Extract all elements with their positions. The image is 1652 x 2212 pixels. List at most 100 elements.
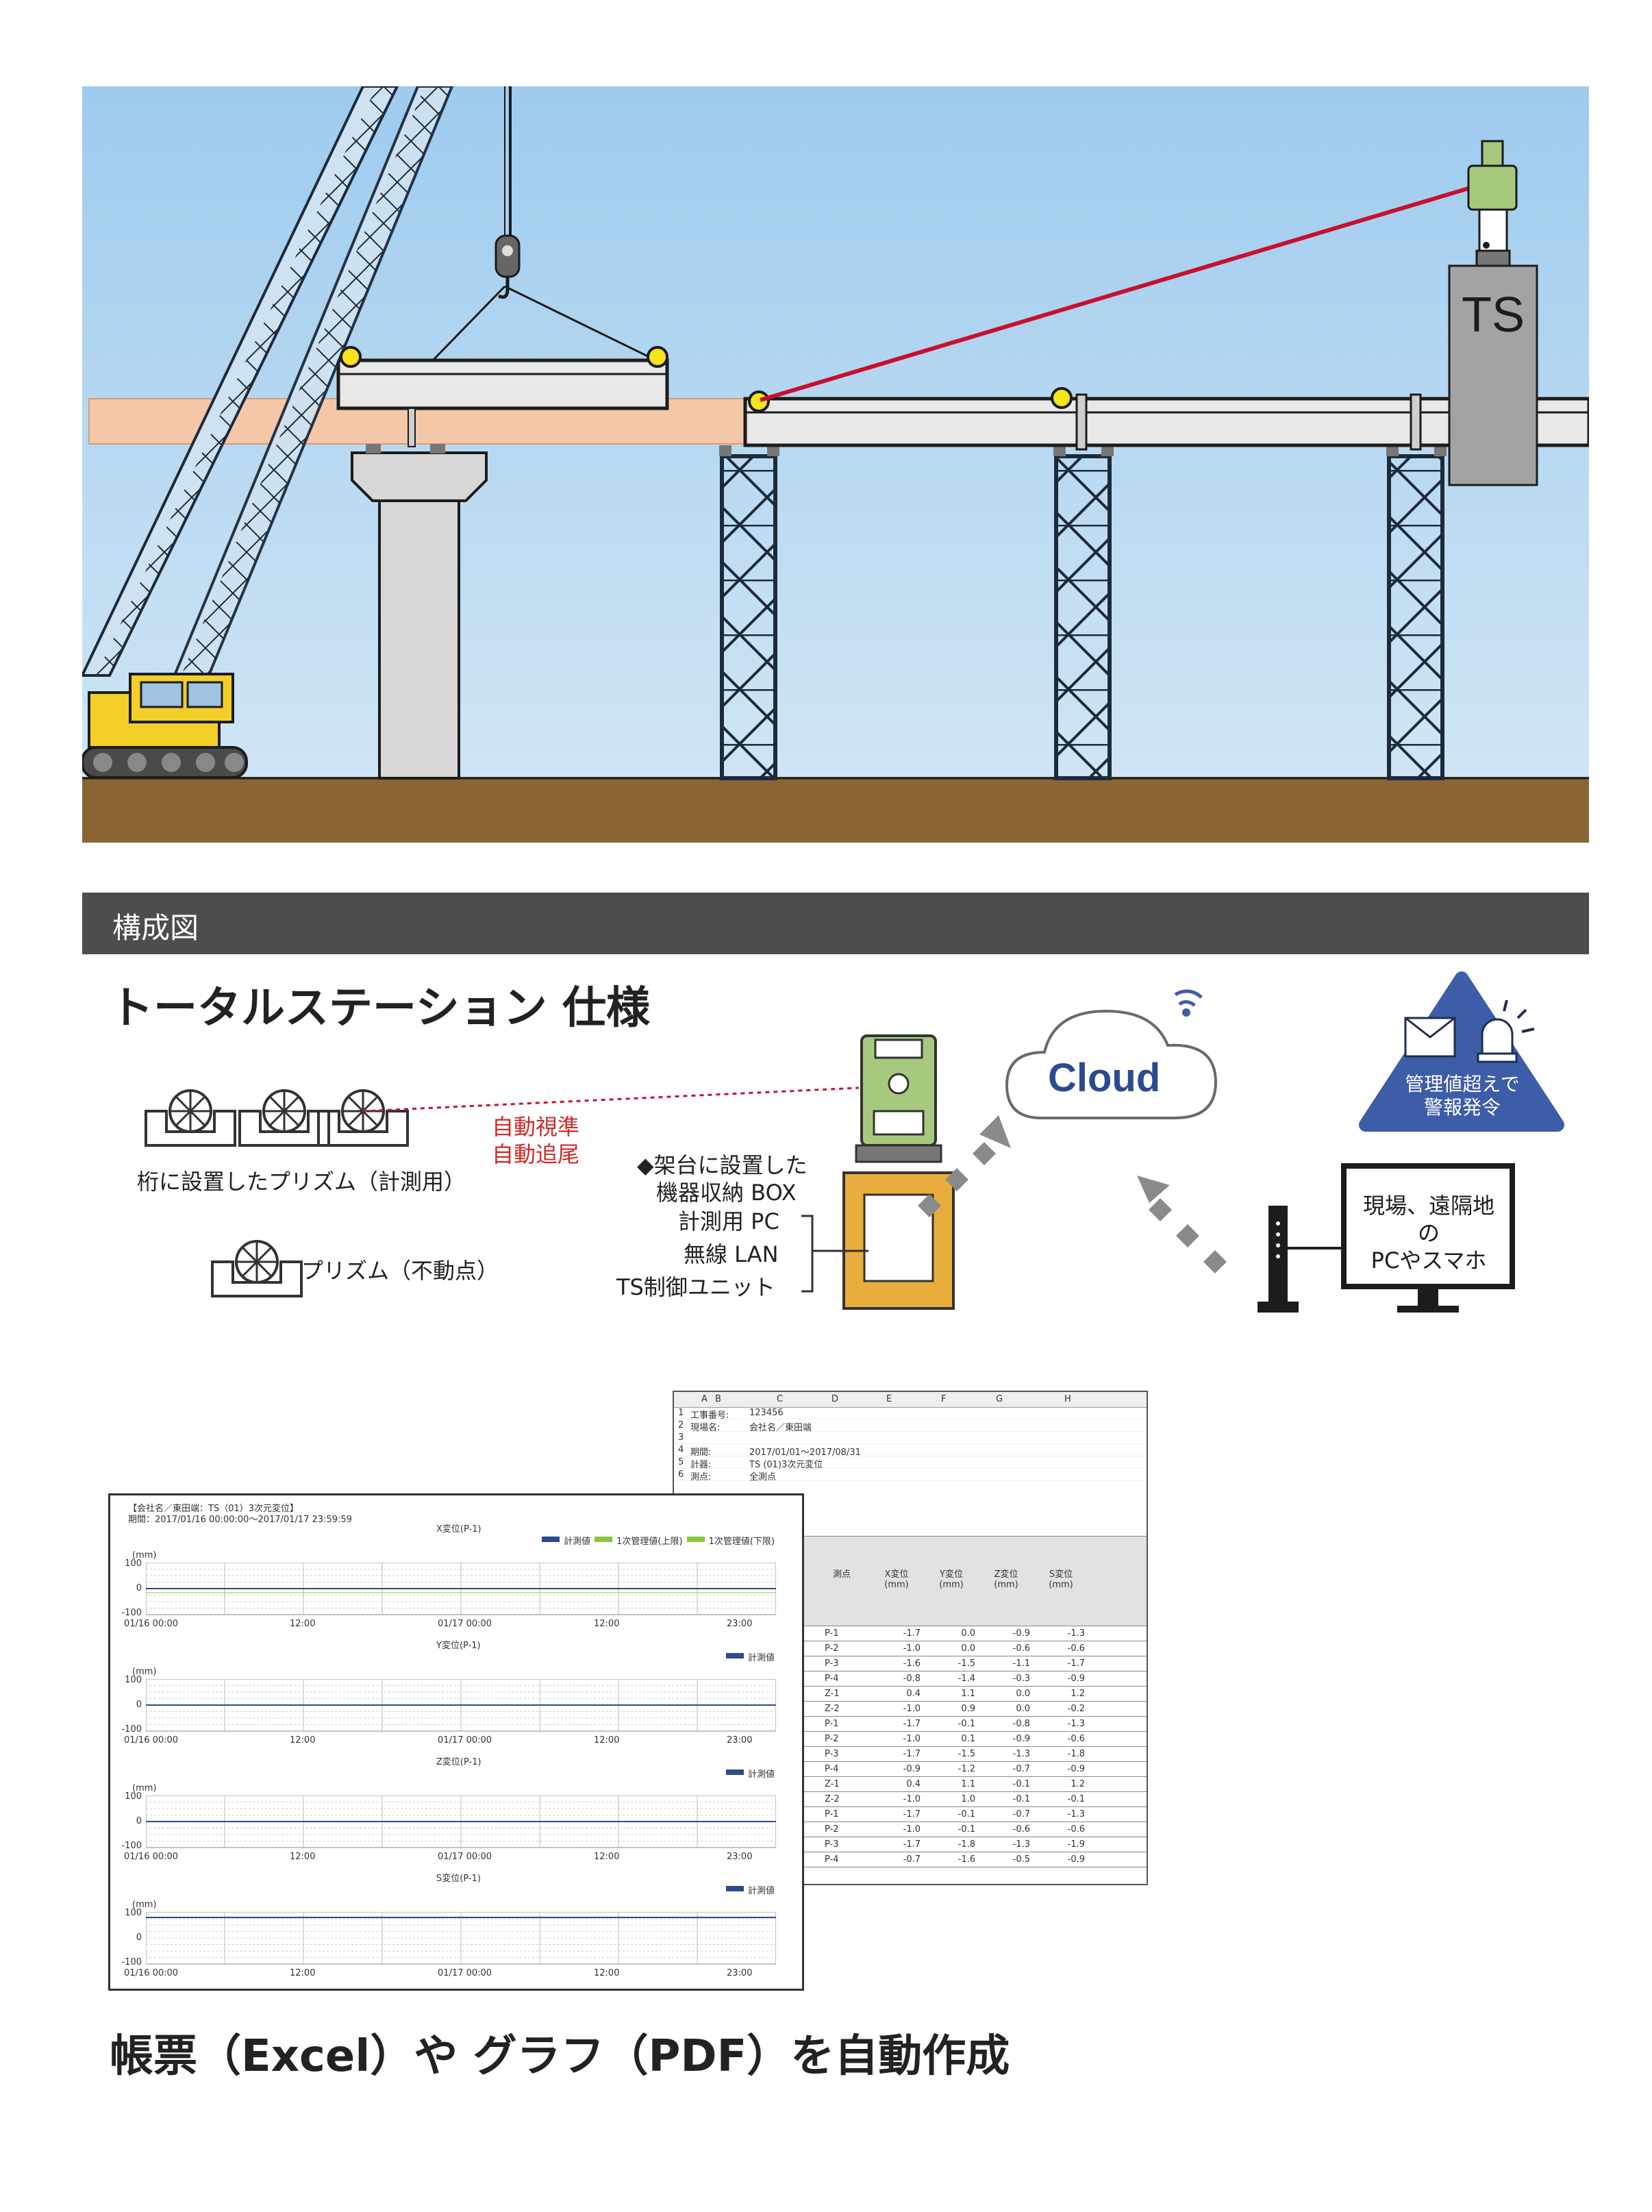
table-cell: -1.4 (958, 1674, 975, 1684)
table-cell: -0.1 (1012, 1779, 1030, 1789)
table-cell: P-4 (825, 1854, 839, 1865)
table-cell: -0.6 (1012, 1643, 1030, 1654)
table-row: P-3-1.6-1.5-1.1-1.7 (674, 1656, 1147, 1672)
ground (82, 777, 1589, 843)
table-row: P-4-0.8-1.4-0.3-0.9 (674, 1672, 1147, 1687)
column-header[interactable]: A (701, 1394, 708, 1404)
x-tick-label: 01/17 00:00 (438, 1852, 492, 1862)
table-cell: -0.8 (1012, 1719, 1030, 1729)
table-row: P-3 -1.7 -1.5 -1.3 -1.8 (674, 1747, 1147, 1762)
table-cell: P-1 (825, 1809, 839, 1819)
x-tick-label: 01/16 00:00 (124, 1735, 179, 1745)
table-cell: 0.9 (961, 1704, 975, 1714)
column-header[interactable]: G (996, 1394, 1003, 1404)
table-cell: -1.5 (958, 1749, 975, 1759)
upload-arrow (918, 1115, 1011, 1217)
table-cell: -1.3 (1067, 1809, 1085, 1819)
monitor-text: 現場、遠隔地の PCやスマホ (1353, 1192, 1504, 1274)
table-cell: -1.8 (958, 1839, 975, 1850)
table-header-cell: 測点 (832, 1569, 851, 1580)
column-header[interactable]: E (886, 1394, 892, 1404)
table-cell: P-1 (825, 1628, 839, 1639)
table-cell: -0.7 (1012, 1764, 1030, 1774)
column-header[interactable]: F (941, 1394, 947, 1404)
table-cell: -1.0 (903, 1643, 921, 1654)
table-cell: -1.7 (903, 1809, 921, 1819)
table-header-cell: Z変位 (mm) (994, 1569, 1018, 1590)
total-station-icon (855, 1034, 942, 1163)
box-item-ts-unit: TS制御ユニット (616, 1274, 775, 1300)
box-title-2: 機器収納 BOX (656, 1180, 797, 1206)
box-item-lan: 無線 LAN (684, 1241, 779, 1267)
info-cell: 現場名: (690, 1423, 721, 1433)
prism-fixed-icon (211, 1240, 303, 1297)
prism-fixed-label: プリズム（不動点） (301, 1258, 499, 1284)
table-row: P-2-1.0-0.1-0.6-0.6 (674, 1822, 1147, 1837)
table-row: P-3-1.7-1.8-1.3-1.9 (674, 1837, 1147, 1852)
info-cell: 会社名／東田端 (749, 1423, 812, 1433)
table-cell: P-2 (825, 1734, 839, 1744)
alert-text: 管理値超えで 警報発令 (1397, 1073, 1527, 1119)
graph-legend: 計測値 (725, 1767, 775, 1780)
column-header[interactable]: H (1064, 1394, 1071, 1404)
table-header-cell: X変位 (mm) (884, 1569, 909, 1590)
graph-plot (146, 1563, 776, 1615)
bottom-caption: 帳票（Excel）や グラフ（PDF）を自動作成 (110, 2031, 1010, 2082)
legend-label: 1次管理値(上限) (616, 1537, 683, 1547)
info-cell: 工事番号: (690, 1411, 729, 1421)
table-cell: -1.3 (1012, 1749, 1030, 1759)
table-cell: 0.0 (961, 1643, 975, 1654)
prism-marker (1051, 387, 1073, 409)
x-tick-label: 23:00 (727, 1735, 753, 1745)
monitor-line-2: PCやスマホ (1371, 1247, 1487, 1273)
table-cell: -1.0 (903, 1734, 921, 1744)
column-header[interactable]: D (831, 1394, 839, 1404)
laser-line (760, 184, 1476, 402)
y-unit: (mm) (132, 1550, 157, 1561)
y-unit: (mm) (132, 1667, 157, 1677)
table-cell: -1.1 (1012, 1658, 1030, 1669)
mail-icon (1404, 1017, 1456, 1058)
table-row: P-4-0.9-1.2-0.7-0.9 (674, 1762, 1147, 1777)
table-cell: -1.7 (903, 1749, 921, 1759)
table-cell: 0.0 (1016, 1689, 1030, 1699)
x-tick-label: 01/16 00:00 (124, 1852, 179, 1862)
table-row: P-4-0.7-1.6-0.5-0.9 (674, 1852, 1147, 1867)
graph-title: Y変位(P-1) (436, 1641, 481, 1651)
total-station-tower (1448, 140, 1538, 486)
table-cell: Z-1 (825, 1689, 840, 1699)
column-header[interactable]: C (777, 1394, 784, 1404)
info-cell: 計器: (690, 1460, 712, 1470)
legend-label: 1次管理値(下限) (708, 1537, 775, 1547)
column-header[interactable]: B (715, 1394, 721, 1404)
graph-plot (146, 1679, 776, 1732)
table-cell: P-4 (825, 1764, 839, 1774)
table-cell: P-3 (825, 1749, 839, 1759)
pdf-header-1: 【会社名／東田端：TS（01）3次元変位】 (128, 1504, 299, 1514)
table-cell: -1.3 (1012, 1839, 1030, 1850)
table-cell: -0.9 (1012, 1734, 1030, 1744)
x-tick-label: 01/17 00:00 (438, 1735, 492, 1745)
prism-icon (145, 1089, 236, 1147)
x-tick-label: 01/17 00:00 (438, 1619, 492, 1629)
y-tick-label: 100 (125, 1558, 142, 1569)
legend-swatch (595, 1537, 613, 1542)
x-tick-label: 12:00 (594, 1735, 620, 1745)
table-cell: P-1 (825, 1719, 839, 1729)
y-tick-label: 100 (125, 1791, 142, 1802)
x-tick-label: 12:00 (290, 1735, 316, 1745)
crane (79, 85, 454, 779)
legend-label: 計測値 (747, 1653, 775, 1663)
table-cell: P-2 (825, 1643, 839, 1654)
table-cell: -0.7 (903, 1854, 921, 1865)
steel-trestle-2 (1053, 445, 1114, 780)
table-cell: -1.0 (903, 1824, 921, 1835)
ts-label: TS (1462, 288, 1525, 343)
table-cell: -1.8 (1067, 1749, 1085, 1759)
table-cell: -0.9 (1067, 1764, 1085, 1774)
table-cell: -1.7 (903, 1719, 921, 1729)
